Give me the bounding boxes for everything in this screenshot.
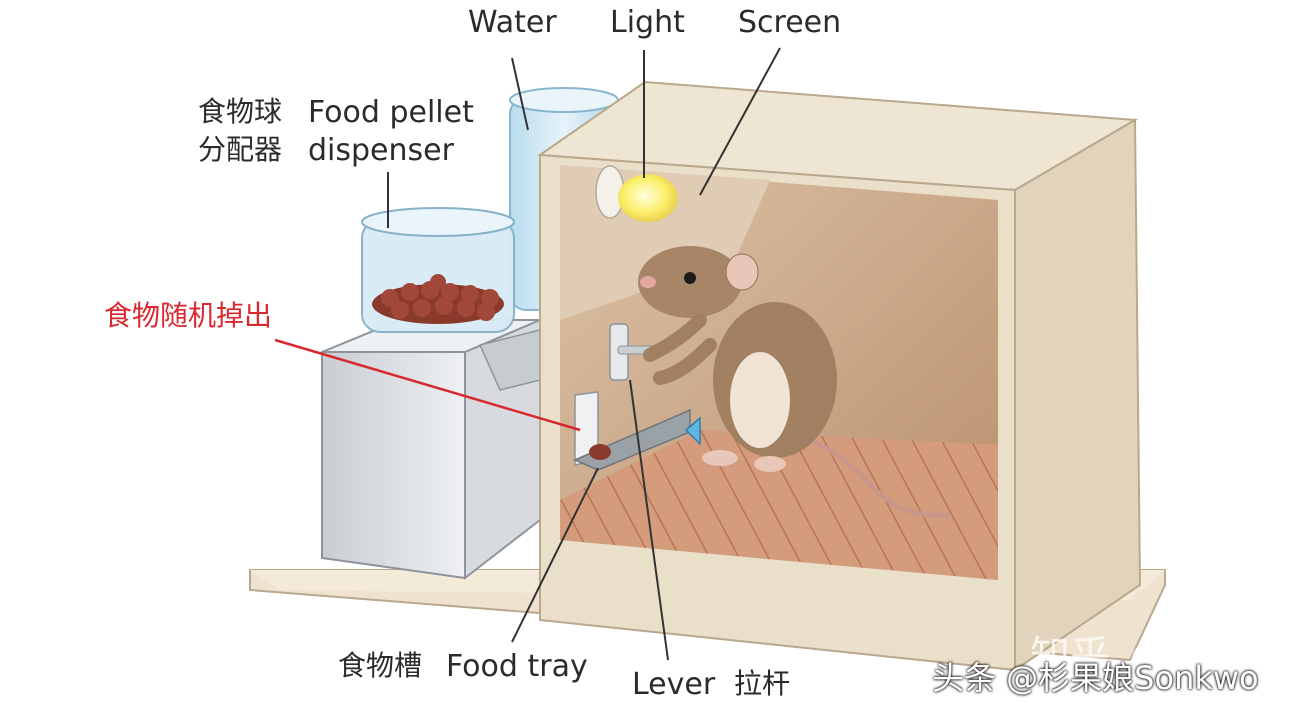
lever-cn-label: 拉杆 — [734, 667, 791, 700]
dispenser-en-label-line2: dispenser — [308, 133, 454, 168]
light-label: Light — [610, 5, 685, 40]
light-bulb — [595, 165, 678, 222]
dispenser-en-label-line1: Food pellet — [308, 95, 474, 130]
dispenser-cn-label-line2: 分配器 — [198, 133, 283, 166]
food-tray — [573, 391, 691, 471]
speaker-icon — [684, 416, 701, 446]
pellet-jar — [361, 207, 515, 333]
dispenser-cn-label-line1: 食物球 — [198, 95, 283, 128]
dispenser-housing — [321, 318, 541, 581]
mouse — [638, 246, 951, 518]
toutiao-watermark: 头条 @杉果娘Sonkwo — [932, 659, 1259, 697]
zhihu-watermark: 知乎 — [1030, 633, 1110, 679]
chamber-box — [537, 80, 1142, 672]
food-tray-en-label: Food tray — [446, 649, 588, 684]
label-pointers — [387, 47, 781, 661]
random-drop-label: 食物随机掉出 — [104, 299, 273, 332]
zhihu-user-watermark: @Rothy — [1130, 637, 1255, 675]
food-tray-cn-label: 食物槽 — [338, 649, 423, 682]
random-drop-pointer — [274, 338, 581, 432]
lever — [609, 323, 669, 381]
water-label: Water — [468, 5, 557, 40]
lever-en-label: Lever — [632, 667, 716, 702]
screen-label: Screen — [738, 5, 842, 40]
